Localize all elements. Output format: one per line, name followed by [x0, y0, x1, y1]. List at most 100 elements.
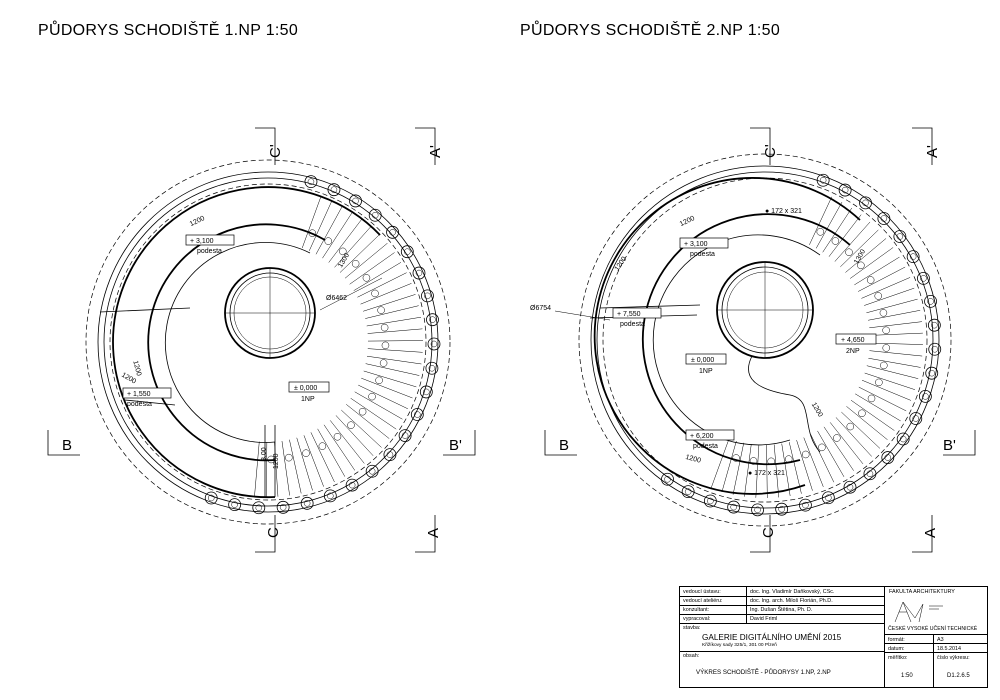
pile-core	[909, 253, 917, 260]
section-label: C'	[762, 144, 779, 158]
row-value: doc. Ing. Vladimír Daňkovský, CSc.	[750, 588, 835, 595]
stair-tread	[809, 196, 833, 245]
step-number-marker	[362, 274, 371, 282]
step-number-marker	[867, 394, 876, 403]
step-number-marker	[857, 261, 865, 270]
stair-tread	[360, 283, 412, 305]
section-mark-c-bottom: C	[255, 515, 282, 553]
step-number-marker	[833, 434, 841, 442]
stair-tread	[866, 365, 919, 379]
pile-core	[371, 212, 379, 219]
stair-tread	[855, 393, 901, 422]
landing-mid-level: + 1,550	[127, 391, 151, 398]
stair-tread	[254, 441, 260, 497]
pile-core	[684, 488, 692, 495]
stair-tread	[354, 391, 403, 420]
row-value: Ing. Dušan Štětina, Ph. D.	[750, 606, 813, 613]
stair-tread	[861, 277, 911, 299]
stair-tread	[823, 426, 854, 471]
stair-tread	[367, 328, 423, 334]
stair-tread	[864, 287, 915, 306]
pile-core	[231, 501, 238, 508]
pile	[843, 480, 857, 494]
stavba-label: stavba:	[683, 625, 701, 631]
stair-tread	[829, 422, 864, 465]
section-mark-b-prime-right: B'	[943, 430, 976, 456]
dim-label: 8,00	[261, 447, 268, 461]
section-label: C'	[267, 144, 284, 158]
pile-core	[279, 504, 287, 511]
stair-tread	[346, 404, 390, 439]
pile-core	[862, 199, 869, 207]
stair-tread	[357, 272, 407, 298]
date-row: datum: 18.5.2014	[885, 643, 987, 653]
stair-tread	[310, 432, 335, 483]
plan-2-treads	[710, 196, 923, 498]
pile-core	[415, 269, 423, 277]
stair-tread	[828, 214, 862, 257]
stair-tread	[781, 443, 791, 497]
pile-core	[404, 248, 411, 255]
stair-tread	[834, 221, 871, 262]
university-name: ČESKÉ VYSOKÉ UČENÍ TECHNICKÉ	[888, 626, 978, 632]
row-value: doc. Ing. arch. Miloš Florián, Ph.D.	[750, 597, 833, 604]
stair-tread	[329, 420, 365, 464]
stair-tread	[810, 434, 835, 483]
pile-core	[846, 483, 854, 491]
pile-core	[386, 451, 394, 458]
pile-core	[330, 186, 338, 193]
landing-low-level: + 6,200	[690, 433, 714, 440]
stair-tread	[350, 398, 397, 430]
step-number-marker	[371, 289, 379, 298]
plan-2-drawing: C' A' B B' C A	[530, 127, 976, 553]
row-key: vedoucí ústavu:	[683, 588, 721, 595]
section-label: C	[760, 527, 777, 538]
step-number-marker	[381, 341, 390, 350]
section-mark-b-prime-right: B'	[443, 430, 476, 456]
stair-tread	[868, 357, 921, 368]
pile	[386, 225, 399, 239]
stair-tread	[744, 444, 752, 497]
step-number-marker	[749, 457, 758, 465]
section-label: B	[62, 437, 72, 454]
stair-tread	[710, 438, 730, 489]
step-number-marker	[801, 450, 810, 459]
step-number-marker	[875, 378, 883, 387]
step-number-marker	[880, 361, 888, 370]
step-number-marker	[816, 228, 825, 236]
drawing-content: VÝKRES SCHODIŠTĚ - PŮDORYSY 1.NP, 2.NP	[696, 669, 831, 676]
pile	[918, 389, 932, 403]
pile	[927, 318, 941, 332]
dim-label: 1200	[679, 215, 696, 228]
section-mark-a-bottom: A	[415, 515, 442, 553]
title-block-main: vedoucí ústavu: doc. Ing. Vladimír Daňko…	[680, 587, 885, 687]
step-number-marker	[879, 309, 888, 317]
drawing-number: D1.2.6.5	[947, 673, 970, 679]
dim-label: 1200	[810, 401, 824, 418]
pile	[410, 408, 424, 421]
landing-low-name: podesta	[693, 443, 718, 450]
pile	[928, 342, 942, 356]
number-label: číslo výkresu:	[937, 654, 970, 661]
diameter-label: Ø6754	[530, 305, 551, 312]
pile	[204, 491, 218, 505]
stair-tread	[328, 218, 363, 263]
landing-top-level: + 3,100	[684, 241, 708, 248]
stair-tread	[265, 441, 268, 497]
stair-tread	[344, 242, 388, 279]
step-number-marker	[347, 421, 355, 429]
stair-tread	[349, 252, 395, 285]
pile-core	[841, 186, 849, 194]
pile-core	[414, 411, 421, 418]
pile	[727, 500, 741, 514]
pile-core	[928, 369, 935, 377]
pile-core	[348, 481, 356, 489]
row-value: David Friml	[750, 615, 778, 622]
pile-core	[778, 505, 785, 513]
stair-tread	[366, 355, 422, 365]
pile	[681, 485, 695, 499]
pile	[421, 289, 434, 303]
section-label: B'	[943, 437, 956, 454]
stair-tread	[315, 205, 343, 255]
pile	[775, 502, 789, 516]
